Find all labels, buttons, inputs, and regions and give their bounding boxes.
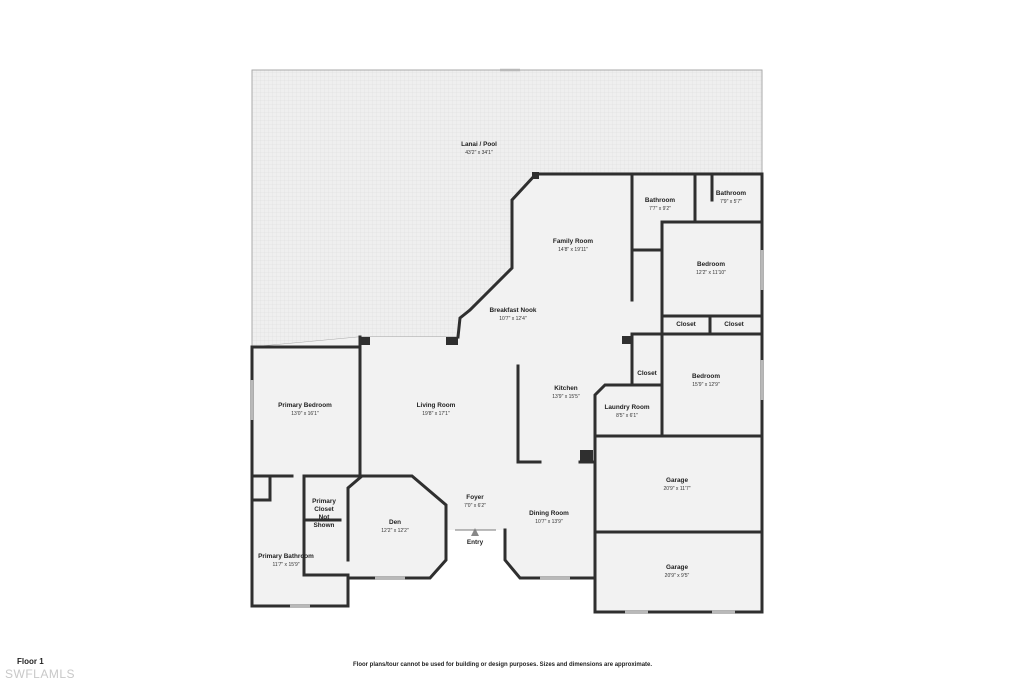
house-floor xyxy=(252,174,762,612)
room-label-bedroom-a: Bedroom 12'2" x 11'10" xyxy=(696,261,726,276)
room-label-entry: Entry xyxy=(467,539,484,546)
room-label-bedroom-b: Bedroom 15'9" x 12'9" xyxy=(692,373,720,388)
svg-text:Bedroom: Bedroom xyxy=(697,261,725,268)
svg-text:Bedroom: Bedroom xyxy=(692,373,720,380)
svg-text:14'8" x 19'11": 14'8" x 19'11" xyxy=(558,247,588,253)
svg-text:10'7" x 13'9": 10'7" x 13'9" xyxy=(535,519,563,525)
svg-text:13'9" x 15'5": 13'9" x 15'5" xyxy=(552,394,580,400)
room-label-bathroom-b: Bathroom 7'9" x 5'7" xyxy=(716,190,746,205)
svg-text:Garage: Garage xyxy=(666,564,688,571)
room-label-primary-bathroom: Primary Bathroom 11'7" x 15'9" xyxy=(258,553,314,568)
room-label-closet-c: Closet xyxy=(637,370,657,377)
svg-text:Primary Bathroom: Primary Bathroom xyxy=(258,553,314,560)
svg-text:Dining Room: Dining Room xyxy=(529,510,569,517)
svg-text:Garage: Garage xyxy=(666,477,688,484)
room-label-den: Den 12'2" x 12'2" xyxy=(381,519,409,534)
room-label-living-room: Living Room 19'8" x 17'1" xyxy=(417,402,456,417)
svg-text:Breakfast Nook: Breakfast Nook xyxy=(490,307,537,314)
svg-text:Family Room: Family Room xyxy=(553,238,593,245)
svg-text:20'9" x 11'7": 20'9" x 11'7" xyxy=(663,486,690,492)
svg-text:Lanai / Pool: Lanai / Pool xyxy=(461,141,497,148)
svg-text:Bathroom: Bathroom xyxy=(716,190,746,197)
room-label-lanai: Lanai / Pool 43'2" x 34'1" xyxy=(461,141,497,156)
room-label-family-room: Family Room 14'8" x 19'11" xyxy=(553,238,593,253)
room-label-breakfast-nook: Breakfast Nook 10'7" x 12'4" xyxy=(490,307,537,322)
svg-text:Bathroom: Bathroom xyxy=(645,197,675,204)
svg-text:7'7" x 9'2": 7'7" x 9'2" xyxy=(649,206,671,212)
exterior-wall xyxy=(250,345,448,608)
svg-text:12'2" x 12'2": 12'2" x 12'2" xyxy=(381,528,409,534)
room-label-closet-a: Closet xyxy=(676,321,696,328)
room-label-primary-closet: Primary Closet Not Shown xyxy=(312,498,336,529)
svg-text:Living Room: Living Room xyxy=(417,402,456,409)
svg-text:20'9" x 9'5": 20'9" x 9'5" xyxy=(665,573,690,579)
svg-text:Not: Not xyxy=(319,514,331,521)
svg-text:Kitchen: Kitchen xyxy=(554,385,578,392)
svg-text:7'0" x 6'2": 7'0" x 6'2" xyxy=(464,503,486,509)
svg-text:15'9" x 12'9": 15'9" x 12'9" xyxy=(692,382,720,388)
svg-text:Primary Bedroom: Primary Bedroom xyxy=(278,402,332,409)
room-label-garage-a: Garage 20'9" x 11'7" xyxy=(663,477,690,492)
watermark-logo: SWFLAMLS xyxy=(5,667,76,681)
svg-text:43'2" x 34'1": 43'2" x 34'1" xyxy=(465,150,493,156)
svg-text:8'5" x 6'1": 8'5" x 6'1" xyxy=(616,413,638,419)
svg-text:13'0" x 16'1": 13'0" x 16'1" xyxy=(291,411,319,417)
exterior-wall-front xyxy=(503,172,764,614)
entry-arrow-icon xyxy=(471,528,479,536)
floor-label: Floor 1 xyxy=(17,657,44,666)
svg-text:Foyer: Foyer xyxy=(466,494,484,501)
svg-text:Closet: Closet xyxy=(314,506,334,513)
svg-text:12'2" x 11'10": 12'2" x 11'10" xyxy=(696,270,726,276)
svg-text:Primary: Primary xyxy=(312,498,336,505)
room-label-kitchen: Kitchen 13'9" x 15'5" xyxy=(552,385,580,400)
svg-text:Laundry Room: Laundry Room xyxy=(604,404,649,411)
room-label-garage-b: Garage 20'9" x 9'5" xyxy=(665,564,690,579)
room-label-primary-bedroom: Primary Bedroom 13'0" x 16'1" xyxy=(278,402,332,417)
svg-text:7'9" x 5'7": 7'9" x 5'7" xyxy=(720,199,742,205)
svg-text:Den: Den xyxy=(389,519,401,526)
svg-text:10'7" x 12'4": 10'7" x 12'4" xyxy=(499,316,527,322)
svg-text:19'8" x 17'1": 19'8" x 17'1" xyxy=(422,411,450,417)
svg-text:Shown: Shown xyxy=(314,522,335,529)
room-label-closet-b: Closet xyxy=(724,321,744,328)
room-label-laundry-room: Laundry Room 8'5" x 6'1" xyxy=(604,404,649,419)
room-label-bathroom-a: Bathroom 7'7" x 9'2" xyxy=(645,197,675,212)
room-label-dining-room: Dining Room 10'7" x 13'9" xyxy=(529,510,569,525)
room-label-foyer: Foyer 7'0" x 6'2" xyxy=(464,494,486,509)
interior-walls xyxy=(250,172,764,580)
disclaimer-text: Floor plans/tour cannot be used for buil… xyxy=(353,662,653,668)
svg-text:11'7" x 15'9": 11'7" x 15'9" xyxy=(272,562,299,568)
